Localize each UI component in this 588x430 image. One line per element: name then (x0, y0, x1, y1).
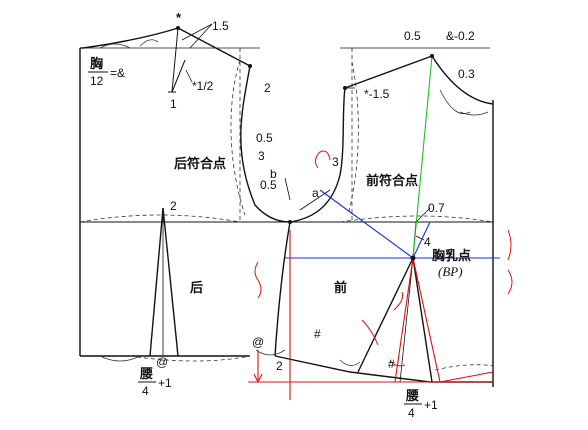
red-waist-slant (439, 371, 494, 383)
label-waist-right-num: 腰 (405, 388, 419, 403)
red-arrow-2 (254, 261, 262, 299)
red-arrow-6 (393, 291, 404, 311)
red-dart-left (394, 257, 414, 383)
side-seam (274, 221, 291, 357)
label-hash-upper: # (314, 327, 321, 341)
point-neck-shoulder-front (430, 54, 434, 58)
back-armhole-dashed (230, 59, 246, 216)
leader-0-7 (415, 207, 431, 223)
red-arrow-7 (389, 359, 406, 367)
point-neck-shoulder-back (176, 26, 180, 30)
green-shoulder-to-bp (412, 55, 433, 259)
label-hash-lower: # (388, 357, 395, 371)
arc-mark-3 (439, 89, 471, 115)
shoulder-slope-line (171, 59, 186, 93)
red-arrow-1 (314, 150, 331, 169)
red-dart-right (412, 257, 441, 383)
label-waist-right-den: 4 (408, 406, 415, 420)
arc-mark-1 (99, 43, 131, 49)
front-shoulder-line (344, 55, 433, 89)
label-front-star: *-1.5 (364, 87, 390, 101)
point-shoulder-tip-front (343, 86, 347, 90)
label-three-back: 3 (258, 149, 265, 163)
label-0-7: 0.7 (428, 201, 445, 215)
front-dart-left (357, 257, 414, 373)
label-waist-left-num: 腰 (139, 366, 153, 381)
back-dart-left (149, 207, 164, 357)
back-armhole-curve (240, 65, 291, 223)
label-two-bottom: 2 (276, 359, 283, 373)
leader-4 (415, 235, 425, 241)
front-chest-dashed (339, 215, 494, 223)
label-0-5-lower: 0.5 (260, 178, 277, 192)
blue-short (412, 221, 431, 259)
label-amp-0-2: &-0.2 (446, 29, 475, 43)
blue-diagonal (319, 189, 414, 259)
label-waist-right-plus: +1 (424, 398, 438, 412)
label-at-center: @ (156, 355, 168, 369)
label-back: 后 (190, 280, 203, 295)
label-three-front: 3 (332, 155, 339, 169)
label-0-5-top-right: 0.5 (404, 29, 421, 43)
back-waist-dashed (129, 355, 251, 362)
front-neck-curve (431, 55, 494, 105)
red-arrow-4 (507, 269, 513, 295)
front-dart-center (399, 257, 414, 383)
leader-1-5-a (181, 23, 213, 41)
label-star-top: * (176, 10, 182, 25)
back-dart-right (162, 207, 179, 357)
label-star-half: *1/2 (192, 79, 214, 93)
label-front-match: 前符合点 (366, 173, 418, 188)
front-armhole-curve (289, 87, 346, 223)
point-shoulder-tip-back (248, 64, 252, 68)
label-one-left: 1 (170, 97, 177, 111)
back-neck-curve (82, 27, 179, 49)
label-0-3: 0.3 (458, 67, 475, 81)
label-chest-eq: =& (110, 66, 125, 80)
back-chest-dashed (79, 214, 241, 223)
arc-mark-5 (255, 349, 286, 356)
shoulder-guide-line (171, 27, 179, 93)
label-two-back-dart: 2 (170, 199, 177, 213)
front-waist-dashed (434, 364, 494, 371)
arc-mark-7 (99, 355, 141, 362)
label-four: 4 (424, 235, 431, 249)
label-1-5-top: 1.5 (212, 19, 229, 33)
arc-mark-2 (139, 39, 159, 47)
label-back-match: 后符合点 (174, 156, 226, 171)
leader-half (185, 69, 193, 83)
leader-1-5-b (189, 23, 213, 49)
b-leader (284, 177, 291, 201)
label-bust-point: 胸乳点 (432, 248, 471, 263)
label-a: a (312, 186, 319, 200)
red-arrow-5 (361, 319, 379, 346)
arc-mark-4 (459, 111, 489, 116)
point-underarm (288, 220, 292, 224)
label-0-5-back: 0.5 (256, 131, 273, 145)
label-at-left: @ (252, 335, 264, 349)
label-front: 前 (334, 280, 347, 295)
label-chest-num: 胸 (90, 56, 103, 71)
label-chest-den: 12 (90, 74, 104, 88)
label-two-back-armhole: 2 (264, 81, 271, 95)
red-drop-arrowhead (253, 373, 263, 384)
label-waist-left-den: 4 (142, 384, 149, 398)
back-shoulder-line (177, 27, 251, 67)
label-b: b (270, 167, 277, 181)
front-armhole-dashed (347, 61, 359, 216)
point-bp (410, 255, 416, 261)
label-waist-left-plus: +1 (158, 376, 172, 390)
front-dart-right (412, 257, 433, 383)
red-arrow-3 (507, 229, 512, 261)
label-bp: (BP) (438, 264, 463, 279)
arc-mark-6 (339, 359, 361, 366)
